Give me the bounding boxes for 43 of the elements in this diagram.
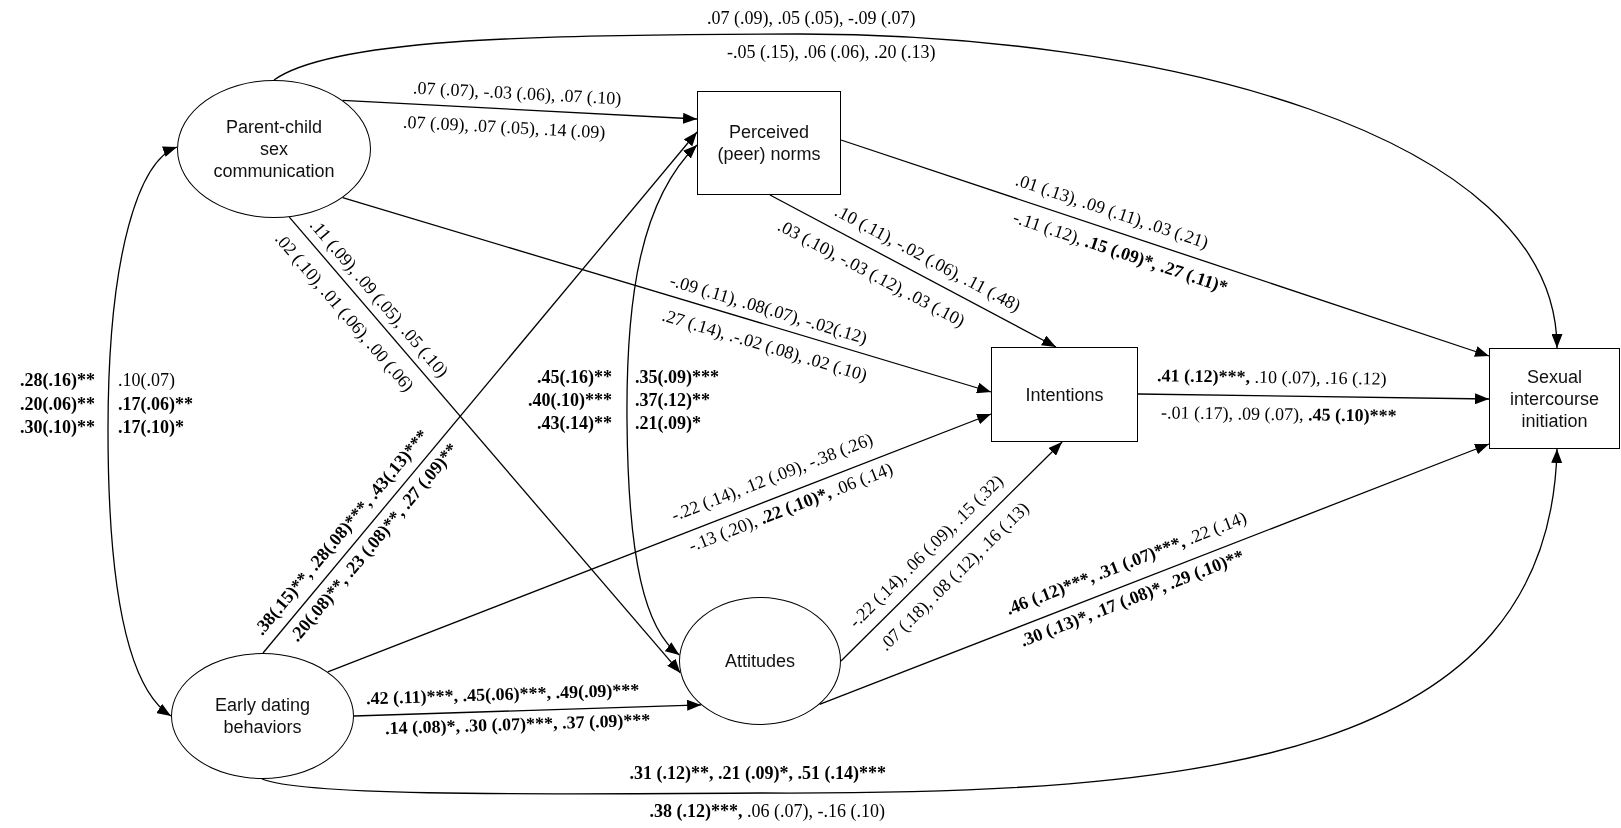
node-label: Parent-child sex communication — [212, 116, 336, 182]
arrow — [840, 139, 1490, 357]
arrow — [1137, 393, 1490, 405]
edge-label: .21(.09)* — [634, 413, 702, 433]
edge-label: .43(.14)** — [536, 413, 613, 433]
edge-label: .37(.12)** — [634, 390, 711, 410]
arrow — [341, 99, 698, 124]
arrow — [341, 197, 992, 394]
double-headed-arrow — [107, 146, 178, 717]
edge-label: .40(.10)*** — [527, 390, 613, 410]
edge-label: .31 (.12)**, .21 (.09)*, .51 (.14)*** — [628, 763, 887, 783]
arrow — [353, 699, 702, 717]
edge-label: .41 (.12)***, .10 (.07), .16 (.12) — [1155, 366, 1388, 390]
edge-label: .28(.16)** — [19, 370, 96, 390]
node-label: Attitudes — [723, 650, 796, 672]
edge-label: .20(.06)** — [19, 394, 96, 414]
edge-label: .45(.16)** — [536, 367, 613, 387]
edge-label: .14 (.08)*, .30 (.07)***, .37 (.09)*** — [383, 711, 652, 739]
arrow — [273, 33, 1561, 349]
double-headed-arrow — [626, 144, 698, 656]
arrow — [288, 216, 682, 674]
arrow — [262, 131, 698, 654]
arrow — [840, 441, 1063, 662]
edge-label: .07 (.09), .05 (.05), -.09 (.07) — [706, 8, 917, 28]
edge-label: .38 (.12)***, .06 (.07), -.16 (.10) — [648, 801, 886, 821]
arrow — [818, 443, 1490, 706]
rect-node — [991, 347, 1138, 442]
edge-label: .17(.06)** — [117, 394, 194, 414]
edge-label: .30(.10)** — [19, 417, 96, 437]
edge-label: .35(.09)*** — [634, 367, 720, 387]
arrow — [261, 448, 1561, 795]
arrow — [327, 413, 992, 673]
edge-label: .10(.07) — [117, 370, 176, 390]
node-label: Early dating behaviors — [213, 694, 312, 738]
edge-label: .17(.10)* — [117, 417, 185, 437]
edge-label: -.05 (.15), .06 (.06), .20 (.13) — [726, 42, 937, 62]
node-label: Perceived (peer) norms — [716, 121, 822, 165]
node-label: Intentions — [1024, 383, 1105, 406]
rect-node — [697, 91, 841, 195]
arrow — [769, 194, 1057, 348]
rect-node — [1489, 348, 1620, 449]
node-label: Sexual intercourse initiation — [1508, 365, 1600, 432]
edge-label: -.01 (.17), .09 (.07), .45 (.10)*** — [1159, 403, 1398, 427]
